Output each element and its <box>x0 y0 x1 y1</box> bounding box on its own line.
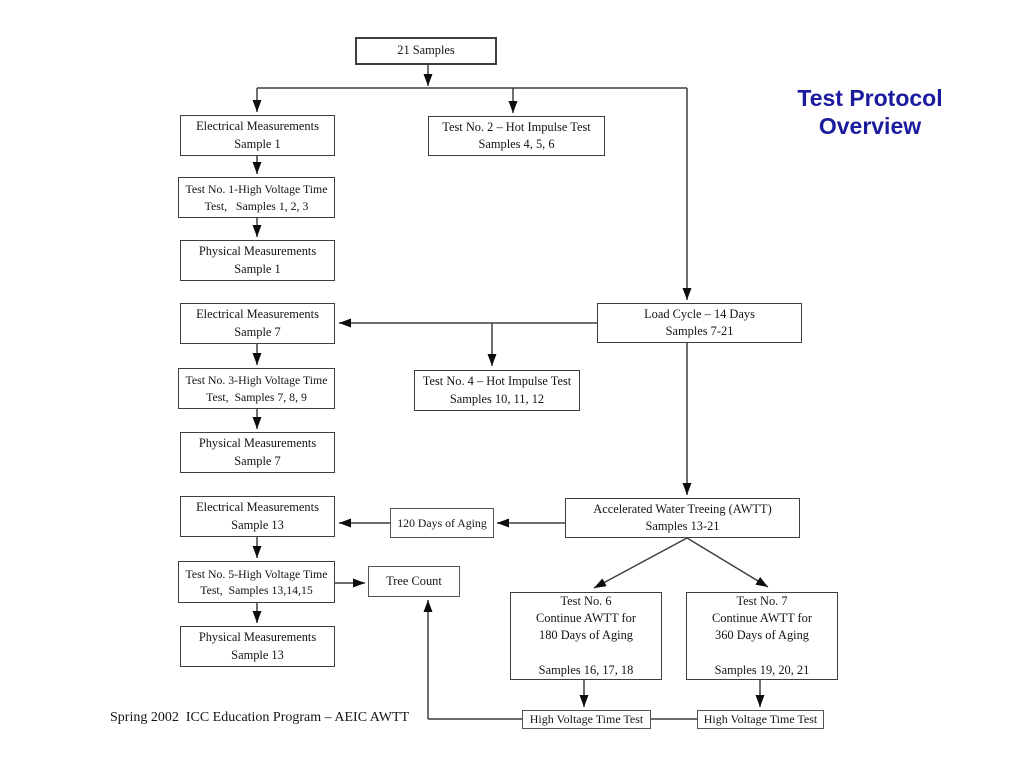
box-text: Test No. 1-High Voltage Time <box>185 182 328 197</box>
flow-box-accelerated-water-treeing-awtt: Accelerated Water Treeing (AWTT) Samples… <box>565 498 800 538</box>
flow-box-physical-measurements-sample-13: Physical Measurements Sample 13 <box>180 626 335 667</box>
box-text: Test No. 5-High Voltage Time <box>185 566 328 581</box>
flow-box-test-no-6-continue-awtt-180-days: Test No. 6 Continue AWTT for 180 Days of… <box>510 592 662 680</box>
flow-box-physical-measurements-sample-1: Physical Measurements Sample 1 <box>180 240 335 281</box>
box-text: Test, Samples 13,14,15 <box>200 583 313 597</box>
box-text: Samples 10, 11, 12 <box>449 391 545 406</box>
flow-box-load-cycle-14-days: Load Cycle – 14 Days Samples 7-21 <box>597 303 802 343</box>
flow-box-test-no-7-continue-awtt-360-days: Test No. 7 Continue AWTT for 360 Days of… <box>686 592 838 680</box>
box-text: Continue AWTT for <box>712 611 812 626</box>
box-text: Test No. 3-High Voltage Time <box>185 373 328 388</box>
box-text: Load Cycle – 14 Days <box>644 306 755 321</box>
flow-box-electrical-measurements-sample-1: Electrical Measurements Sample 1 <box>180 115 335 156</box>
slide-title-line2: Overview <box>818 113 922 139</box>
box-text: Samples 13-21 <box>645 519 720 533</box>
flow-box-21-samples: 21 Samples <box>355 37 497 65</box>
slide-title: Test Protocol Overview <box>770 84 970 140</box>
box-text: Tree Count <box>386 573 442 588</box>
flow-box-test-no-5-high-voltage-time: Test No. 5-High Voltage Time Test, Sampl… <box>178 561 335 603</box>
box-text: Test No. 6 <box>560 594 612 609</box>
box-text: Test No. 7 <box>736 594 788 609</box>
box-text: Physical Measurements <box>198 244 317 259</box>
box-text: 120 Days of Aging <box>397 515 487 530</box>
box-text: Electrical Measurements <box>196 119 319 134</box>
flow-box-test-no-2-hot-impulse-test: Test No. 2 – Hot Impulse Test Samples 4,… <box>428 116 605 156</box>
box-text: Sample 7 <box>234 324 281 339</box>
box-text: Physical Measurements <box>198 630 317 645</box>
slide-title-line1: Test Protocol <box>797 85 943 111</box>
flow-box-high-voltage-time-test-right: High Voltage Time Test <box>697 710 824 729</box>
box-text: Sample 1 <box>234 261 281 276</box>
box-text: Samples 16, 17, 18 <box>538 662 634 677</box>
flow-box-tree-count: Tree Count <box>368 566 460 597</box>
box-text: Sample 1 <box>234 136 281 151</box>
box-text: Test No. 4 – Hot Impulse Test <box>422 374 572 389</box>
box-text: Samples 7-21 <box>665 324 734 338</box>
box-text: 21 Samples <box>397 43 455 58</box>
flow-box-electrical-measurements-sample-13: Electrical Measurements Sample 13 <box>180 496 335 537</box>
flow-box-electrical-measurements-sample-7: Electrical Measurements Sample 7 <box>180 303 335 344</box>
box-text: Physical Measurements <box>198 436 317 451</box>
box-text: Test No. 2 – Hot Impulse Test <box>442 119 591 134</box>
box-text: Continue AWTT for <box>536 611 636 626</box>
flow-box-120-days-of-aging: 120 Days of Aging <box>390 508 494 538</box>
box-text: Electrical Measurements <box>196 500 319 515</box>
box-text: Electrical Measurements <box>196 307 319 322</box>
flow-box-high-voltage-time-test-left: High Voltage Time Test <box>522 710 651 729</box>
box-text <box>760 645 763 662</box>
flow-box-test-no-1-high-voltage-time: Test No. 1-High Voltage Time Test, Sampl… <box>178 177 335 218</box>
flow-box-test-no-3-high-voltage-time: Test No. 3-High Voltage Time Test, Sampl… <box>178 368 335 409</box>
flow-box-test-no-4-hot-impulse-test: Test No. 4 – Hot Impulse Test Samples 10… <box>414 370 580 411</box>
flow-box-physical-measurements-sample-7: Physical Measurements Sample 7 <box>180 432 335 473</box>
box-text: Sample 7 <box>234 453 281 468</box>
box-text: 360 Days of Aging <box>715 628 809 643</box>
box-text: Accelerated Water Treeing (AWTT) <box>593 501 772 516</box>
box-text: Sample 13 <box>231 517 284 532</box>
box-text: Sample 13 <box>231 647 284 662</box>
box-text: High Voltage Time Test <box>529 712 644 727</box>
box-text: Samples 4, 5, 6 <box>478 137 555 151</box>
box-text: Test, Samples 7, 8, 9 <box>206 389 307 404</box>
box-text: 180 Days of Aging <box>539 628 633 643</box>
box-text: High Voltage Time Test <box>703 712 818 727</box>
box-text: Samples 19, 20, 21 <box>714 662 810 677</box>
box-text <box>584 645 587 662</box>
slide-footer-credit: Spring 2002 ICC Education Program – AEIC… <box>110 710 410 725</box>
box-text: Test, Samples 1, 2, 3 <box>204 198 309 213</box>
